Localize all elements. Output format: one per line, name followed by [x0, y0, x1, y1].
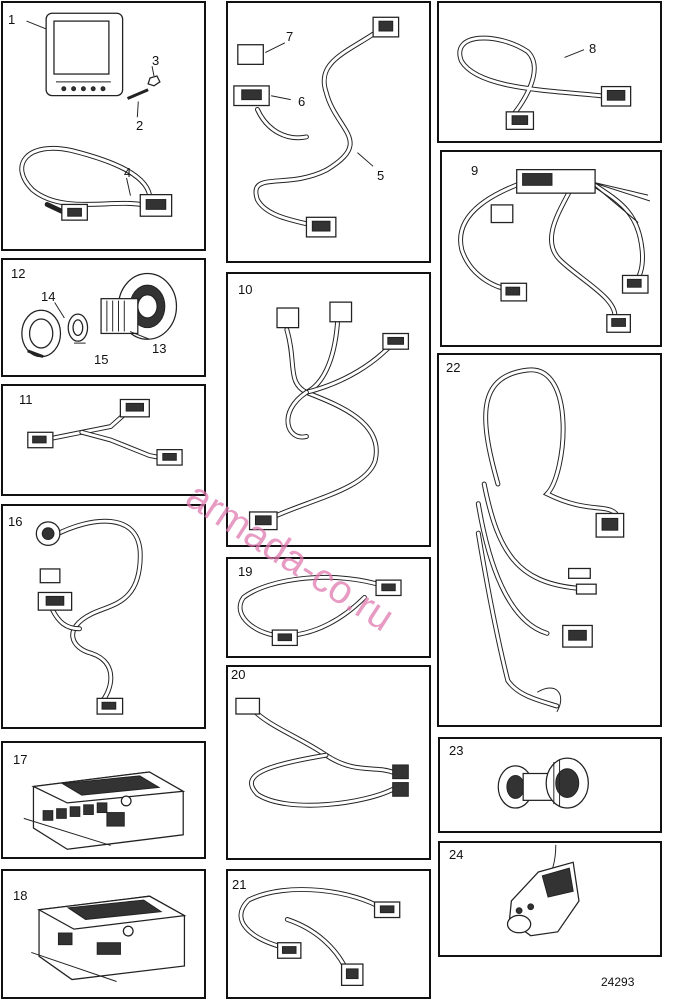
panel-11: 11	[1, 384, 206, 496]
panel-22-number: 22	[446, 360, 461, 375]
control-unit-17-illustration	[23, 771, 186, 850]
panel-8-callout-8: 8	[589, 41, 597, 56]
callout-15: 15	[94, 352, 109, 367]
relay-cable-5-illustration	[233, 16, 400, 238]
panel-24-number: 24	[449, 847, 464, 862]
cap	[21, 309, 62, 358]
harness-22-illustration	[475, 367, 625, 713]
panel-8: 8	[437, 1, 662, 143]
cable-8-illustration	[457, 35, 632, 130]
panel-16: 16	[1, 504, 206, 729]
display-unit	[45, 12, 124, 97]
display-unit-and-cable-illustration	[19, 12, 173, 221]
cable-4	[19, 145, 173, 221]
panel-20-number: 20	[231, 667, 246, 682]
panel-5-callout-5: 5	[377, 168, 385, 183]
panel-18-number: 18	[13, 888, 28, 903]
panel-5-callout-6: 6	[298, 94, 306, 109]
cable-10-illustration	[248, 301, 410, 531]
socket-body	[100, 272, 178, 340]
callout-4: 4	[124, 165, 132, 180]
harness-9-illustration	[458, 168, 651, 333]
callout-13: 13	[152, 341, 167, 356]
panel-22: 22	[437, 353, 662, 727]
panel-19-number: 19	[238, 564, 253, 579]
panel-9-number: 9	[471, 163, 479, 178]
control-unit-18-illustration	[31, 895, 187, 982]
callout-3: 3	[152, 53, 160, 68]
panel-16-number: 16	[8, 514, 23, 529]
panel-1-number: 1	[8, 12, 16, 27]
panel-19: 19	[226, 557, 431, 658]
panel-17-number: 17	[13, 752, 28, 767]
panel-9: 9	[440, 150, 662, 347]
panel-17: 17	[1, 741, 206, 859]
panel-5-callout-7: 7	[286, 29, 294, 44]
panel-10-number: 10	[238, 282, 253, 297]
panel-1: 1 3 2 4	[1, 1, 206, 251]
panel-21-number: 21	[232, 877, 247, 892]
cable-20-illustration	[235, 697, 409, 808]
panel-12-number: 12	[11, 266, 26, 281]
panel-10: 10	[226, 272, 431, 547]
panel-23-number: 23	[449, 743, 464, 758]
ring	[67, 313, 89, 342]
callout-14: 14	[41, 289, 56, 304]
reference-number: 24293	[601, 975, 635, 989]
panel-23: 23	[438, 737, 662, 833]
panel-20: 20	[226, 665, 431, 860]
panel-12: 12 14 13 15	[1, 258, 206, 377]
panel-11-number: 11	[19, 392, 33, 407]
cable-21-illustration	[238, 887, 401, 986]
nut	[147, 75, 161, 87]
panel-5: 7 6 5	[226, 1, 431, 263]
y-cable-11-illustration	[27, 398, 183, 466]
cable-16-illustration	[35, 518, 143, 715]
panel-21: 21	[226, 869, 431, 999]
transducer-24-illustration	[506, 844, 580, 937]
cable-19-illustration	[237, 574, 402, 647]
screw	[126, 88, 149, 100]
panel-24: 24	[438, 841, 662, 957]
socket-23-illustration	[497, 757, 589, 809]
panel-18: 18	[1, 869, 206, 999]
callout-2: 2	[136, 118, 144, 133]
socket-assembly-illustration	[21, 272, 178, 358]
